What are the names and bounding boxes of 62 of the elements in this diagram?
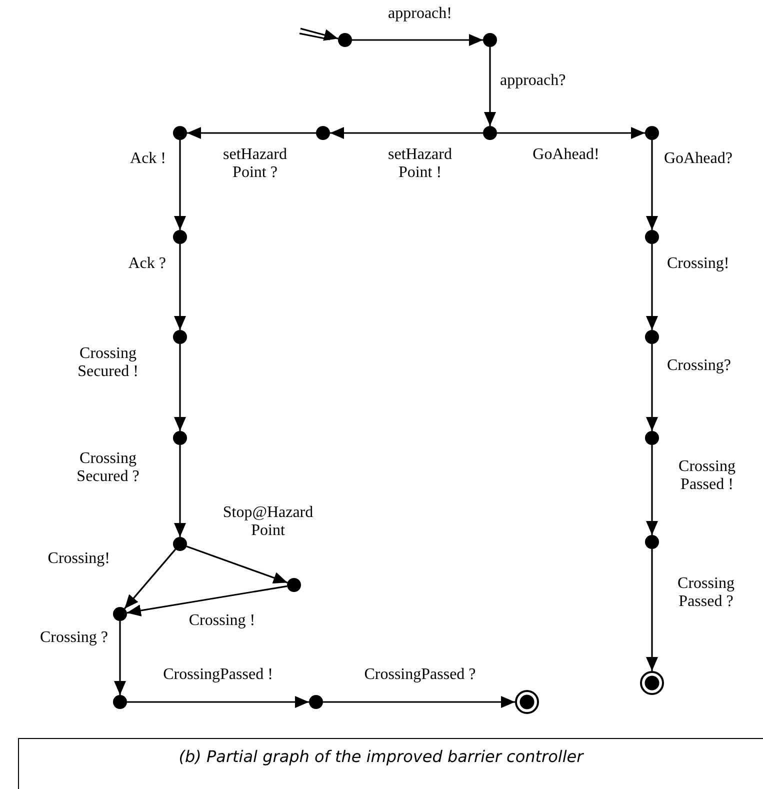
state-dot bbox=[645, 431, 659, 445]
state-dot bbox=[338, 33, 352, 47]
transition-arrow bbox=[174, 140, 186, 230]
edge-label: approach? bbox=[500, 72, 567, 90]
transition-arrow bbox=[124, 548, 176, 610]
transition-arrow bbox=[174, 244, 186, 330]
transition-arrow bbox=[484, 47, 496, 126]
edge-label: GoAhead! bbox=[532, 146, 600, 164]
state-dot bbox=[287, 578, 301, 592]
transition-arrow bbox=[323, 696, 515, 708]
initial-arrow bbox=[298, 28, 339, 41]
transition-arrow bbox=[174, 344, 186, 431]
edge-label: Crossing! bbox=[667, 255, 730, 273]
state-dot bbox=[309, 695, 323, 709]
edge-label: Crossing ! bbox=[188, 612, 256, 630]
edge-label: Crossing? bbox=[667, 357, 732, 375]
transition-arrow bbox=[174, 445, 186, 537]
transition-arrow bbox=[127, 696, 309, 708]
edge-label: CrossingPassed ? bbox=[363, 666, 477, 684]
final-state bbox=[640, 671, 664, 695]
state-dot bbox=[645, 230, 659, 244]
edge-label: setHazard Point ! bbox=[387, 146, 453, 182]
state-dot bbox=[483, 33, 497, 47]
edge-label: Crossing Passed ? bbox=[676, 575, 736, 611]
edge-label: approach! bbox=[387, 5, 453, 23]
state-dot bbox=[173, 431, 187, 445]
transition-arrow bbox=[126, 585, 288, 616]
transition-arrow bbox=[646, 140, 658, 230]
final-state bbox=[515, 690, 539, 714]
edge-label: Crossing Passed ! bbox=[678, 458, 736, 494]
transition-arrow bbox=[497, 127, 645, 139]
transition-arrow bbox=[114, 621, 126, 695]
state-dot bbox=[173, 230, 187, 244]
transition-arrow bbox=[352, 34, 483, 46]
transition-arrow bbox=[646, 344, 658, 431]
edge-label: CrossingPassed ! bbox=[162, 666, 274, 684]
state-dot bbox=[113, 607, 127, 621]
state-dot bbox=[483, 126, 497, 140]
transition-arrow bbox=[646, 549, 658, 671]
state-dot bbox=[173, 537, 187, 551]
edge-label: GoAhead? bbox=[664, 150, 734, 168]
transition-arrow bbox=[186, 546, 288, 584]
edge-label: Crossing Secured ! bbox=[76, 345, 140, 381]
transition-arrow bbox=[187, 127, 316, 139]
state-dot bbox=[645, 535, 659, 549]
edge-label: Ack ! bbox=[129, 150, 166, 168]
state-dot bbox=[113, 695, 127, 709]
transition-arrow bbox=[646, 244, 658, 330]
edge-label: Crossing Secured ? bbox=[76, 450, 140, 486]
transition-arrow bbox=[330, 127, 483, 139]
edge-label: Stop@Hazard Point bbox=[222, 504, 314, 540]
figure-caption: (b) Partial graph of the improved barrier controller bbox=[178, 747, 585, 766]
state-dot bbox=[645, 330, 659, 344]
state-dot bbox=[173, 126, 187, 140]
state-dot bbox=[316, 126, 330, 140]
state-dot bbox=[173, 330, 187, 344]
state-dot bbox=[645, 126, 659, 140]
transition-arrow bbox=[646, 445, 658, 535]
edge-label: Crossing! bbox=[46, 550, 110, 568]
edge-label: Crossing ? bbox=[39, 629, 108, 647]
edge-label: Ack ? bbox=[127, 255, 166, 273]
edge-label: setHazard Point ? bbox=[222, 146, 288, 182]
